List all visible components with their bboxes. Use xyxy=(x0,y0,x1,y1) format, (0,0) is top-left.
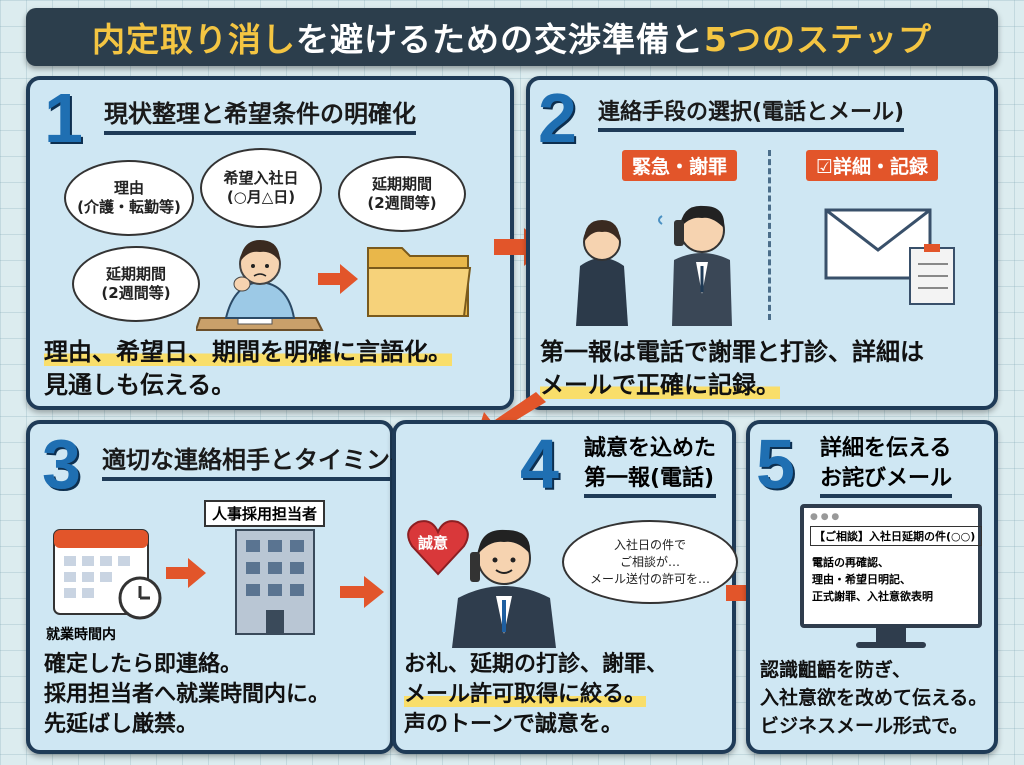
step-2-text: 第一報は電話で謝罪と打診、詳細は メールで正確に記録。 xyxy=(540,336,924,402)
mail-subject: 【ご相談】入社日延期の件(○○) xyxy=(810,526,982,546)
thought-bubble-date: 希望入社日 (○月△日) xyxy=(200,148,322,228)
step-4-heading-line1: 誠意を込めた xyxy=(584,436,717,461)
step-4-text-line2: メール許可取得に絞る。 xyxy=(404,682,647,707)
title-highlight: 内定取り消し xyxy=(92,20,297,59)
step-4-heading-line2: 第一報(電話) xyxy=(584,466,715,491)
mail-body: 電話の再確認、 理由・希望日明記、 正式謝罪、入社意欲表明 xyxy=(812,556,933,603)
calendar-clock-icon xyxy=(53,529,162,620)
step-2-heading: 連絡手段の選択(電話とメール) xyxy=(598,94,905,132)
step-4-heading: 誠意を込めた 第一報(電話) xyxy=(584,434,717,498)
step-3-text-line1: 確定したら即連絡。 xyxy=(44,652,243,677)
step-1-heading: 現状整理と希望条件の明確化 xyxy=(104,94,416,135)
step-3-heading: 適切な連絡相手とタイミング xyxy=(102,440,414,481)
phone-purpose-tag: 緊急・謝罪 xyxy=(622,150,738,181)
step-1-number: 1 xyxy=(44,79,83,157)
thought-bubble-period-left: 延期期間 (2週間等) xyxy=(72,246,200,322)
heart-icon xyxy=(407,520,469,576)
step-1-text-line1: 理由、希望日、期間を明確に言語化。 xyxy=(44,338,452,366)
sincerity-label: 誠意 xyxy=(418,534,449,552)
business-hours-label: 就業時間内 xyxy=(46,627,116,643)
office-building-icon xyxy=(235,529,315,635)
arrow-right-icon xyxy=(340,576,384,608)
step-5-text: 認識齟齬を防ぎ、 入社意欲を改めて伝える。 ビジネスメール形式で。 xyxy=(760,656,987,740)
phone-caller-illustration xyxy=(452,529,556,648)
step-3-text-line2: 採用担当者へ就業時間内に。 xyxy=(44,682,331,707)
title-middle: を避けるための交渉準備と xyxy=(296,20,705,59)
step-5-heading-line1: 詳細を伝える xyxy=(820,436,952,461)
arrow-right-icon xyxy=(318,264,358,294)
apologizing-people-illustration xyxy=(576,205,732,326)
step-5-text-line1: 認識齟齬を防ぎ、 xyxy=(760,659,912,681)
mail-purpose-tag: ☑詳細・記録 xyxy=(806,150,939,181)
step-5-heading: 詳細を伝える お詫びメール xyxy=(820,434,953,498)
window-controls: ● ● ● xyxy=(810,512,840,522)
thinking-person-illustration xyxy=(196,240,324,331)
step-1-text: 理由、希望日、期間を明確に言語化。 見通しも伝える。 xyxy=(44,336,452,402)
step-3-text-line3: 先延ばし厳禁。 xyxy=(44,712,199,737)
step-5-text-line3: ビジネスメール形式で。 xyxy=(760,715,969,737)
title-steps: 5つのステップ xyxy=(704,20,932,59)
hr-contact-label: 人事採用担当者 xyxy=(204,500,326,527)
step-3-text: 確定したら即連絡。 採用担当者へ就業時間内に。 先延ばし厳禁。 xyxy=(44,650,330,740)
step-4-text-line3: 声のトーンで誠意を。 xyxy=(404,712,623,737)
folder-icon xyxy=(367,247,472,317)
monitor-stand xyxy=(876,628,906,644)
speech-bubble: 入社日の件で ご相談が… メール送付の許可を… xyxy=(562,520,738,604)
step-3-number: 3 xyxy=(42,425,81,503)
mail-icon xyxy=(824,208,955,305)
step-4-number: 4 xyxy=(520,425,559,503)
thought-bubble-period-right: 延期期間 (2週間等) xyxy=(338,156,466,232)
step-1-text-line2: 見通しも伝える。 xyxy=(44,371,236,399)
divider xyxy=(768,150,771,320)
step-5-text-line2: 入社意欲を改めて伝える。 xyxy=(760,687,988,709)
step-2-number: 2 xyxy=(538,79,577,157)
monitor-base xyxy=(856,642,926,648)
step-2-text-line1: 第一報は電話で謝罪と打診、詳細は xyxy=(540,338,924,366)
step-2-text-line2: メールで正確に記録。 xyxy=(540,371,780,399)
thought-bubble-reason: 理由 (介護・転勤等) xyxy=(64,160,194,236)
arrow-right-icon xyxy=(166,558,206,588)
step-4-text-line1: お礼、延期の打診、謝罪、 xyxy=(404,652,669,677)
step-4-text: お礼、延期の打診、謝罪、 メール許可取得に絞る。 声のトーンで誠意を。 xyxy=(404,650,668,740)
step-5-number: 5 xyxy=(756,425,795,503)
monitor-screen: ● ● ● 【ご相談】入社日延期の件(○○) 電話の再確認、 理由・希望日明記、… xyxy=(800,504,982,628)
step-5-heading-line2: お詫びメール xyxy=(820,466,953,491)
